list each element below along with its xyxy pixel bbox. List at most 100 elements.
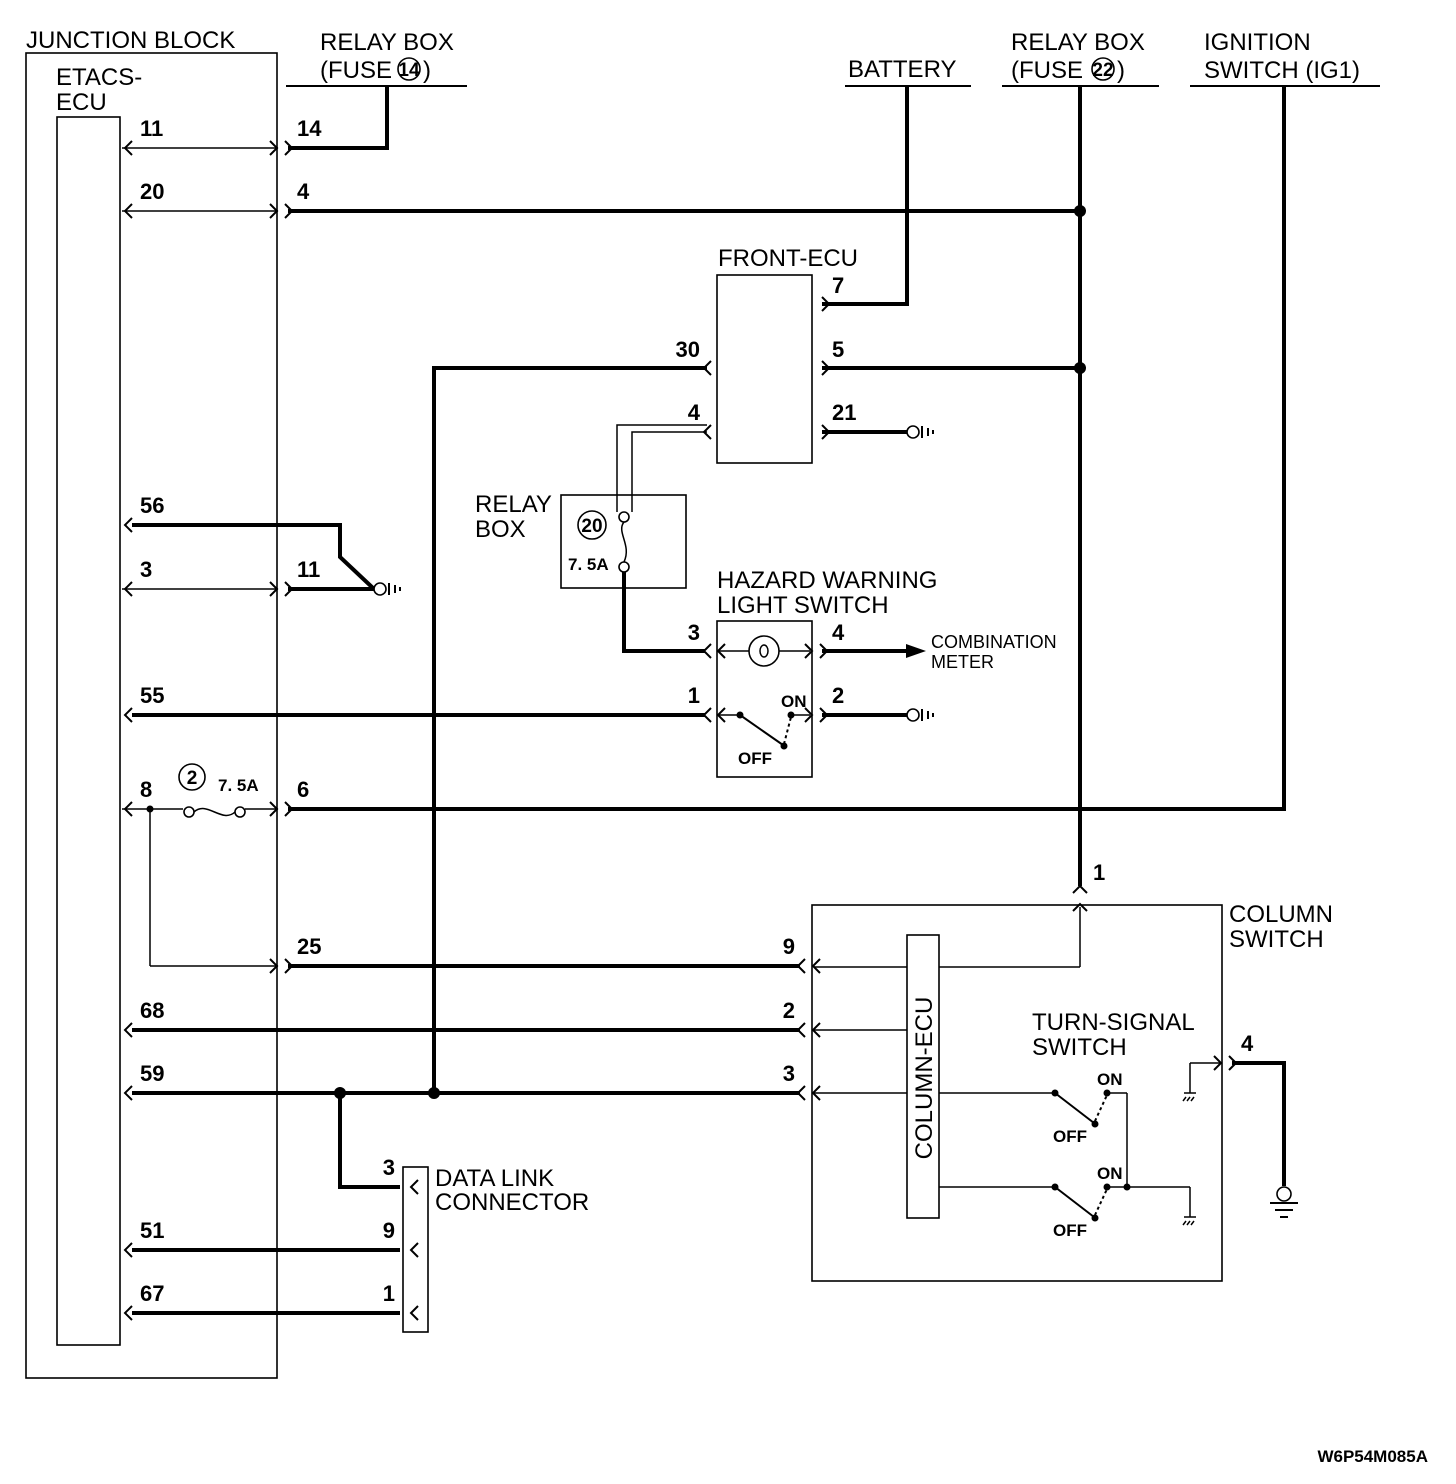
pin-label: 4 <box>832 620 845 645</box>
connector-chevrons <box>123 140 1238 1321</box>
column-switch: COLUMN SWITCH COLUMN-ECU TURN-SIGNAL SWI… <box>811 901 1333 1282</box>
pin-label: 4 <box>688 400 701 425</box>
pin-label: 55 <box>140 683 164 708</box>
combination-meter-line1: COMBINATION <box>931 632 1057 652</box>
pin-label: 1 <box>1093 860 1105 885</box>
pin-label: 3 <box>688 620 700 645</box>
pin-label: 59 <box>140 1061 164 1086</box>
relay-box-line1: RELAY <box>475 491 552 518</box>
pin-labels-data-link: 3 9 1 <box>383 1155 395 1306</box>
pin-label: 8 <box>140 777 152 802</box>
turn-lower-off-label: OFF <box>1053 1221 1087 1240</box>
pin-label: 11 <box>140 116 163 141</box>
jb-fuse-2: 2 7. 5A <box>178 763 259 818</box>
ground-icon <box>1182 1092 1196 1102</box>
fuse20-circle-icon <box>577 510 607 540</box>
pin-label: 25 <box>297 934 321 959</box>
relay-box-fuse22-label: RELAY BOX (FUSE 22 ) <box>1002 29 1159 87</box>
pin-label: 5 <box>832 337 844 362</box>
pin-label: 30 <box>676 337 700 362</box>
column-ecu-label: COLUMN-ECU <box>911 997 938 1160</box>
chassis-ground-icon <box>1270 1186 1298 1218</box>
hazard-label-2: LIGHT SWITCH <box>717 592 889 619</box>
combination-meter-label: COMBINATION METER <box>931 632 1057 672</box>
combination-meter-line2: METER <box>931 652 994 672</box>
hazard-warning-light-switch: HAZARD WARNING LIGHT SWITCH ON OFF <box>716 567 937 778</box>
junction-block-label: JUNCTION BLOCK <box>26 27 235 54</box>
turn-switch-upper-blade-icon <box>1054 1092 1095 1124</box>
relay-box: RELAY BOX 20 7. 5A <box>475 491 687 589</box>
etacs-ecu: ETACS- ECU <box>56 64 142 1346</box>
data-link-line1: DATA LINK <box>435 1165 554 1192</box>
pin-label: 9 <box>383 1218 395 1243</box>
fuse14-number: 14 <box>398 60 420 81</box>
fuse2-rating: 7. 5A <box>218 776 259 795</box>
turn-signal-line2: SWITCH <box>1032 1034 1127 1061</box>
fuse22-number: 22 <box>1092 60 1113 81</box>
hazard-on-label: ON <box>781 692 807 711</box>
fuse2-number: 2 <box>187 768 198 789</box>
pin-labels-hazard: 3 1 4 2 <box>688 620 845 708</box>
pin-label: 1 <box>383 1281 395 1306</box>
pin-labels-front-ecu: 30 4 7 5 21 <box>676 273 857 425</box>
pin-label: 68 <box>140 998 164 1023</box>
battery-text: BATTERY <box>848 56 956 83</box>
ignition-switch-label: IGNITION SWITCH (IG1) <box>1190 29 1380 87</box>
pin-label: 56 <box>140 493 164 518</box>
column-ecu <box>906 934 940 1219</box>
pin-labels-column-switch: 1 9 2 3 4 <box>783 860 1254 1086</box>
pin-label: 2 <box>783 998 795 1023</box>
pin-label: 3 <box>783 1061 795 1086</box>
data-link-connector: DATA LINK CONNECTOR <box>402 1165 589 1333</box>
fuse2-circle-icon <box>178 763 206 791</box>
pin-labels-etacs: 11 20 56 3 55 8 68 59 51 67 <box>140 116 164 1306</box>
fuse22-circle-icon <box>1091 57 1115 81</box>
fuse14-circle-icon <box>397 57 421 81</box>
column-switch-line1: COLUMN <box>1229 901 1333 928</box>
data-link-line2: CONNECTOR <box>435 1189 589 1216</box>
turn-signal-line1: TURN-SIGNAL <box>1032 1009 1195 1036</box>
pin-label: 67 <box>140 1281 164 1306</box>
fuse20-terminal-top-icon <box>618 511 630 523</box>
relay-box-fuse22-line2: (FUSE <box>1011 57 1083 84</box>
ground-icon <box>373 582 401 596</box>
pin-label: 51 <box>140 1218 164 1243</box>
figure-code: W6P54M085A <box>1317 1447 1428 1466</box>
pin-label: 1 <box>688 683 700 708</box>
relay-box-fuse14-line1: RELAY BOX <box>320 29 454 56</box>
pin-labels-junction: 14 4 11 6 25 <box>297 116 322 959</box>
pin-label: 2 <box>832 683 844 708</box>
hazard-lamp-icon <box>748 635 780 667</box>
front-ecu-label: FRONT-ECU <box>718 245 858 272</box>
pin-label: 3 <box>140 557 152 582</box>
ground-icon <box>906 708 934 722</box>
etacs-ecu-label-1: ETACS- <box>56 64 142 91</box>
fuse20-number: 20 <box>581 516 602 537</box>
relay-box-fuse22-close: ) <box>1117 57 1125 84</box>
harness-wires <box>132 86 1286 1315</box>
front-ecu: FRONT-ECU <box>716 245 858 464</box>
pin-label: 21 <box>832 400 856 425</box>
ignition-switch-line2: SWITCH (IG1) <box>1204 57 1360 84</box>
hazard-switch-blade-icon <box>739 714 784 746</box>
pin-label: 11 <box>297 557 320 582</box>
fuse20-terminal-bottom-icon <box>618 561 630 573</box>
relay-box-fuse14-line2: (FUSE <box>320 57 392 84</box>
pin-label: 14 <box>297 116 322 141</box>
turn-lower-on-label: ON <box>1097 1164 1123 1183</box>
pin-label: 7 <box>832 273 844 298</box>
column-switch-line2: SWITCH <box>1229 926 1324 953</box>
hazard-label-1: HAZARD WARNING <box>717 567 937 594</box>
relay-box-fuse14-label: RELAY BOX (FUSE 14 ) <box>286 29 467 87</box>
junction-internal-wires <box>122 147 278 967</box>
splice-dots <box>334 205 1086 1099</box>
fuse20-element-icon <box>621 521 627 563</box>
hazard-off-label: OFF <box>738 749 772 768</box>
pin-label: 20 <box>140 179 164 204</box>
pin-label: 3 <box>383 1155 395 1180</box>
turn-switch-lower-blade-icon <box>1054 1186 1095 1218</box>
turn-upper-off-label: OFF <box>1053 1127 1087 1146</box>
pin-label: 4 <box>1241 1031 1254 1056</box>
turn-upper-on-label: ON <box>1097 1070 1123 1089</box>
